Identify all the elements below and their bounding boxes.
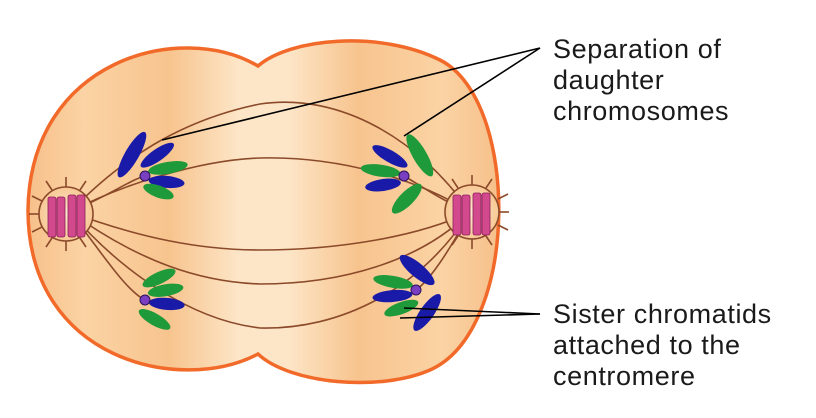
centromere-icon <box>410 284 422 296</box>
separation-label: Separation of daughter chromosomes <box>553 34 729 127</box>
sister-label-line-3: centromere <box>553 361 696 391</box>
chromosome-lower-left <box>138 268 185 330</box>
sister-label-line-2: attached to the <box>553 330 741 360</box>
separation-label-line-1: Separation of <box>553 34 722 64</box>
centromere-icon <box>139 170 151 182</box>
chromosome-upper-left <box>117 131 188 200</box>
chromosome-upper-right <box>360 134 434 214</box>
cell-membrane <box>26 39 501 385</box>
centromere-icon <box>139 294 151 306</box>
separation-label-line-2: daughter <box>553 65 665 95</box>
centromere-icon <box>398 170 410 182</box>
left-centrosome <box>29 177 94 251</box>
sister-chromatids-label: Sister chromatids attached to the centro… <box>553 299 772 392</box>
separation-label-line-3: chromosomes <box>553 96 730 126</box>
right-centriole-icon <box>452 192 491 236</box>
pointer-lines-separation <box>161 47 541 141</box>
right-centrosome <box>444 175 509 249</box>
pointer-lines-sister <box>399 307 541 319</box>
chromosome-lower-right <box>372 254 441 331</box>
sister-label-line-1: Sister chromatids <box>553 299 772 329</box>
left-centriole-icon <box>47 194 86 238</box>
